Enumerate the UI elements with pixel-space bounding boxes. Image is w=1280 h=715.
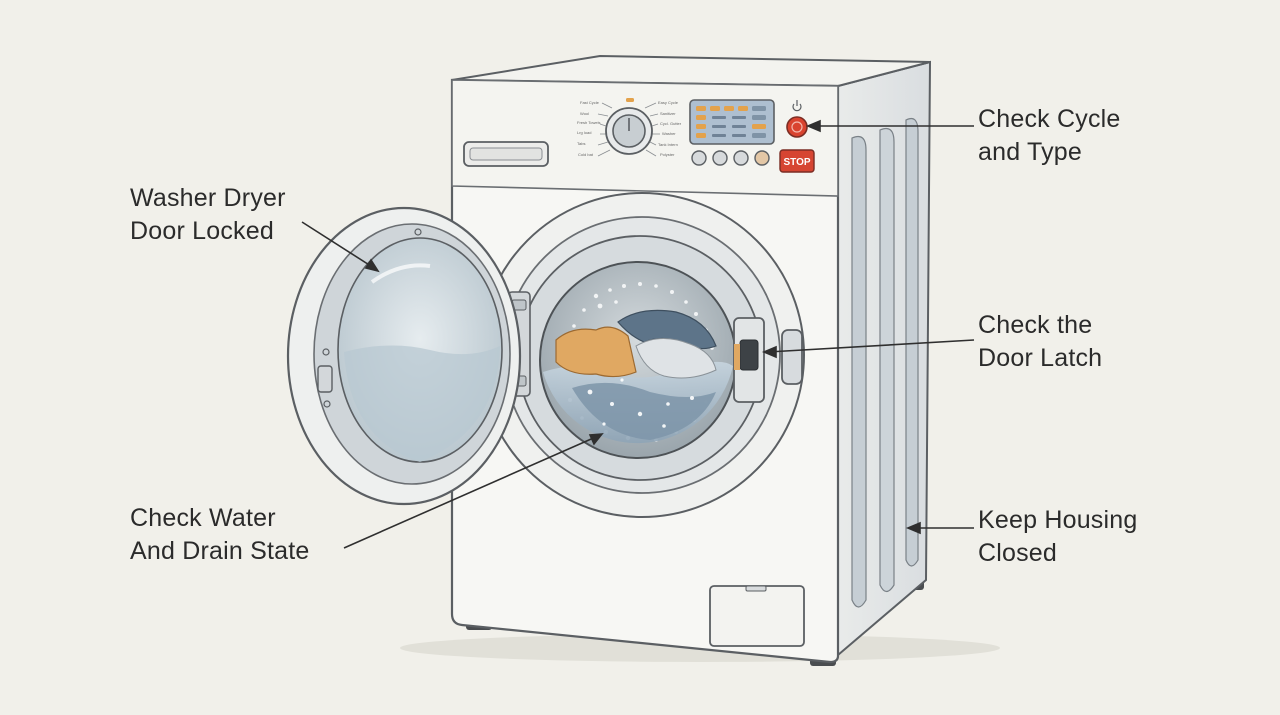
power-button[interactable] bbox=[786, 116, 808, 138]
label-check-cycle-type: Check Cycle and Type bbox=[978, 105, 1121, 166]
arrow-water-drain bbox=[343, 435, 599, 549]
display-leds bbox=[696, 106, 766, 138]
filter-access-panel[interactable] bbox=[709, 585, 805, 647]
power-icon bbox=[792, 100, 802, 112]
door-screw-left bbox=[322, 348, 330, 356]
display-panel bbox=[689, 99, 775, 145]
water-bubbles bbox=[587, 378, 694, 428]
door-glass-highlight bbox=[370, 263, 431, 284]
dial-indicator-led bbox=[626, 98, 634, 102]
clothes-orange bbox=[555, 326, 637, 378]
dial-label-right-3: Washer bbox=[662, 131, 676, 136]
latch-handle bbox=[781, 329, 803, 385]
dial-label-left-2: Fresh Towels bbox=[577, 120, 601, 125]
clothes-white bbox=[635, 338, 717, 379]
latch-orange-strip bbox=[734, 344, 740, 370]
dial-label-right-5: Polyster bbox=[660, 152, 675, 157]
dial-label-left-5: Cold bat bbox=[578, 152, 594, 157]
label-check-door-latch: Check the Door Latch bbox=[978, 311, 1103, 372]
option-button-2[interactable] bbox=[712, 150, 728, 166]
door-handle-clip bbox=[317, 365, 333, 393]
label-keep-housing-closed: Keep Housing Closed bbox=[978, 506, 1138, 567]
stop-button[interactable] bbox=[779, 149, 815, 173]
dial-label-right-2: Cycl. Gutter bbox=[660, 121, 682, 126]
callout-arrows bbox=[301, 119, 975, 549]
side-groove-1 bbox=[851, 135, 867, 608]
door-screw-bottom bbox=[323, 400, 331, 408]
power-button-inner bbox=[791, 121, 803, 133]
stop-button-label: STOP bbox=[784, 157, 811, 168]
dial-ticks bbox=[597, 102, 660, 157]
side-groove-3 bbox=[905, 117, 919, 567]
dial-label-left-0: Fast Cycle bbox=[580, 100, 600, 105]
dial-label-left-4: Tabs bbox=[577, 141, 585, 146]
door-screw-top bbox=[414, 228, 422, 236]
label-check-water-drain: Check Water And Drain State bbox=[130, 504, 310, 565]
dial-label-right-1: Sanitizer bbox=[660, 111, 676, 116]
filter-panel-notch bbox=[745, 585, 767, 592]
option-button-3[interactable] bbox=[733, 150, 749, 166]
dial-label-left-3: Lrg load bbox=[577, 130, 591, 135]
arrow-door-latch bbox=[767, 339, 975, 353]
label-washer-dryer-door-locked: Washer Dryer Door Locked bbox=[130, 184, 286, 245]
side-groove-2 bbox=[879, 127, 895, 593]
door-glass-water bbox=[344, 345, 500, 462]
dial-labels-left: Fast Cycle Wool Fresh Towels Lrg load Ta… bbox=[577, 100, 601, 157]
open-door[interactable] bbox=[286, 206, 522, 506]
dial-label-right-4: Tank Intern bbox=[658, 142, 678, 147]
drawer-handle bbox=[469, 147, 543, 161]
option-button-1[interactable] bbox=[691, 150, 707, 166]
arrow-door-locked bbox=[301, 221, 375, 269]
dial-label-right-0: Easy Cycle bbox=[658, 100, 679, 105]
door-latch[interactable] bbox=[739, 339, 759, 371]
dial-label-left-1: Wool bbox=[580, 111, 589, 116]
dial-labels-right: Easy Cycle Sanitizer Cycl. Gutter Washer… bbox=[658, 100, 682, 157]
option-button-4[interactable] bbox=[754, 150, 770, 166]
clothes-blue-lower bbox=[572, 382, 716, 440]
